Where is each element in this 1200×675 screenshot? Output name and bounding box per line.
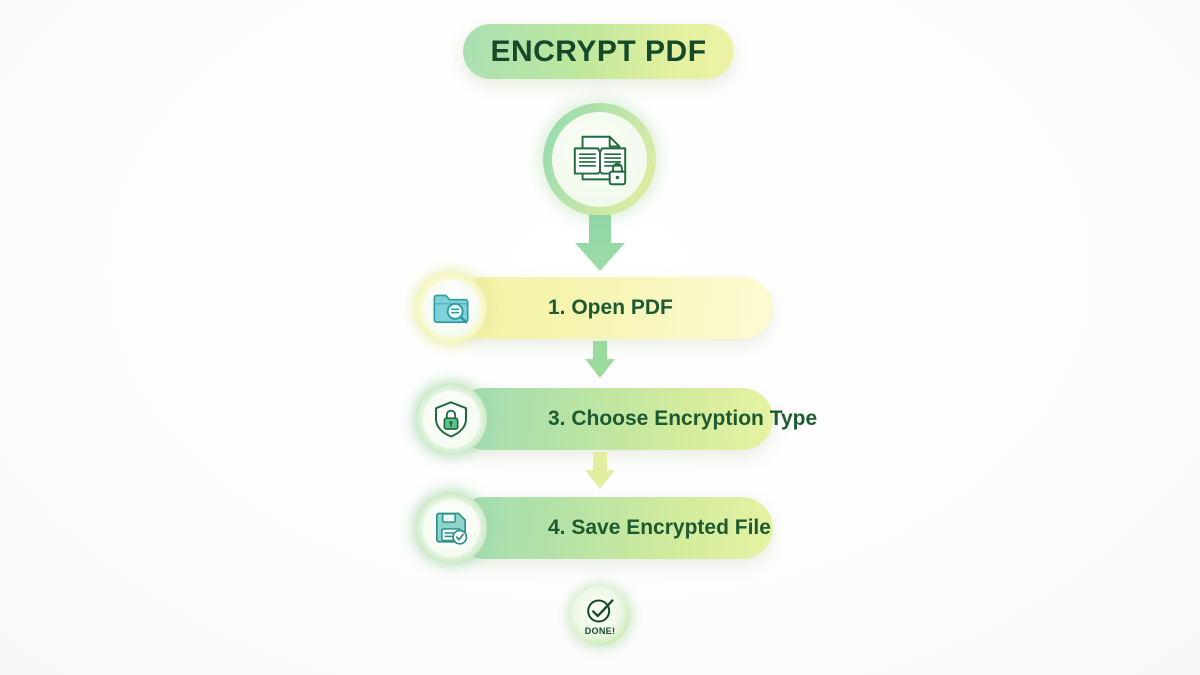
step-label-1: 1. Open PDF [548,296,673,319]
shield-lock-icon [435,401,467,438]
check-circle-icon [586,598,614,622]
step-row-2[interactable]: 3. Choose Encryption Type [415,383,817,455]
hero-badge-inner [552,112,647,207]
step-label-3: 4. Save Encrypted File [548,516,771,539]
step-icon-circle-inner-2 [422,390,480,448]
folder-search-icon [433,294,469,324]
step-icon-circle-inner-3 [422,499,480,557]
step-bar-3[interactable]: 4. Save Encrypted File [453,497,773,559]
step-bar-1[interactable]: 1. Open PDF [453,277,773,339]
done-label: DONE! [584,625,616,636]
step-icon-circle-1 [415,272,487,344]
step-icon-circle-2 [415,383,487,455]
arrow-step2-to-step3 [585,452,615,489]
step-label-2: 3. Choose Encryption Type [548,407,818,430]
arrow-step1-to-step2 [585,341,615,378]
document-book-lock-icon [573,135,626,185]
step-row-3[interactable]: 4. Save Encrypted File [415,492,773,564]
step-row-1[interactable]: 1. Open PDF [415,272,773,344]
page-title-pill: ENCRYPT PDF [463,24,734,79]
page-title: ENCRYPT PDF [490,34,707,68]
done-badge: DONE! [570,586,630,646]
step-icon-circle-inner-1 [422,279,480,337]
step-icon-circle-3 [415,492,487,564]
arrow-hero-to-step1 [575,215,625,271]
floppy-save-check-icon [436,512,468,545]
hero-badge [543,103,656,216]
step-bar-2[interactable]: 3. Choose Encryption Type [453,388,817,450]
